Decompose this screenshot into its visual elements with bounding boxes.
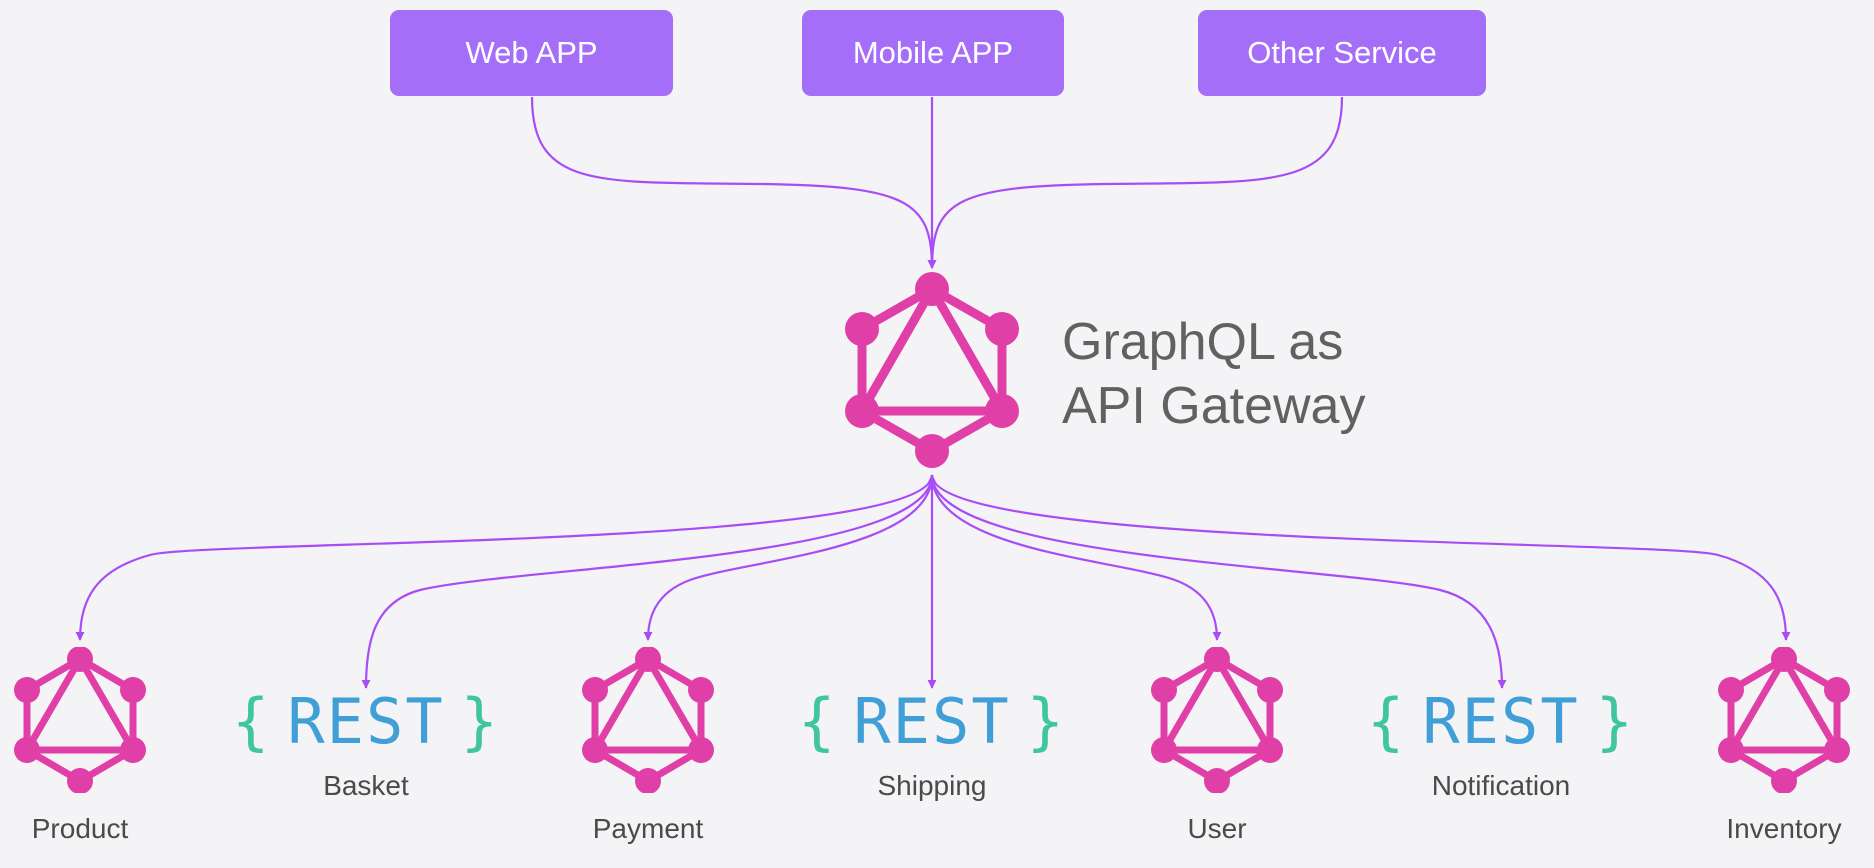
web-app-label: Web APP xyxy=(465,35,598,70)
basket-label: Basket xyxy=(323,770,409,801)
rest-close-brace: } xyxy=(1595,684,1635,758)
notification-rest-logo[interactable]: { REST } xyxy=(1367,680,1633,762)
edge-gateway-inventory xyxy=(930,474,1791,641)
notification-label: Notification xyxy=(1431,770,1571,801)
shipping-label: Shipping xyxy=(877,770,987,801)
web-app-box[interactable]: Web APP xyxy=(390,10,673,96)
mobile-app-label: Mobile APP xyxy=(852,35,1014,70)
gateway-title-line1: GraphQL as xyxy=(1062,313,1344,371)
mobile-app-box[interactable]: Mobile APP xyxy=(802,10,1064,96)
payment-label: Payment xyxy=(592,813,704,844)
gateway-title: GraphQL as API Gateway xyxy=(1062,310,1365,438)
other-service-label: Other Service xyxy=(1247,35,1437,70)
edge-gateway-user xyxy=(930,474,1222,641)
edge-other-service-to-gateway xyxy=(927,96,1344,269)
rest-word: REST xyxy=(287,684,445,758)
edge-gateway-product xyxy=(75,474,937,641)
rest-word: REST xyxy=(1422,684,1580,758)
shipping-rest-logo[interactable]: { REST } xyxy=(798,680,1064,762)
edge-gateway-payment xyxy=(643,474,934,641)
rest-close-brace: } xyxy=(460,684,500,758)
user-graphql-icon[interactable] xyxy=(1150,647,1284,793)
inventory-graphql-icon[interactable] xyxy=(1717,647,1851,793)
rest-close-brace: } xyxy=(1026,684,1066,758)
product-label: Product xyxy=(31,813,129,844)
edge-web-app-to-gateway xyxy=(530,96,937,269)
user-label: User xyxy=(1187,813,1247,844)
payment-graphql-icon[interactable] xyxy=(581,647,715,793)
rest-open-brace: { xyxy=(1367,684,1407,758)
rest-word: REST xyxy=(853,684,1011,758)
edge-gateway-notification xyxy=(930,474,1507,689)
basket-rest-logo[interactable]: { REST } xyxy=(232,680,498,762)
rest-open-brace: { xyxy=(232,684,272,758)
other-service-box[interactable]: Other Service xyxy=(1198,10,1486,96)
edge-gateway-basket xyxy=(361,474,934,689)
product-graphql-icon[interactable] xyxy=(13,647,147,793)
inventory-label: Inventory xyxy=(1726,813,1842,844)
gateway-graphql-icon xyxy=(845,272,1019,468)
gateway-title-line2: API Gateway xyxy=(1062,377,1366,435)
rest-open-brace: { xyxy=(798,684,838,758)
